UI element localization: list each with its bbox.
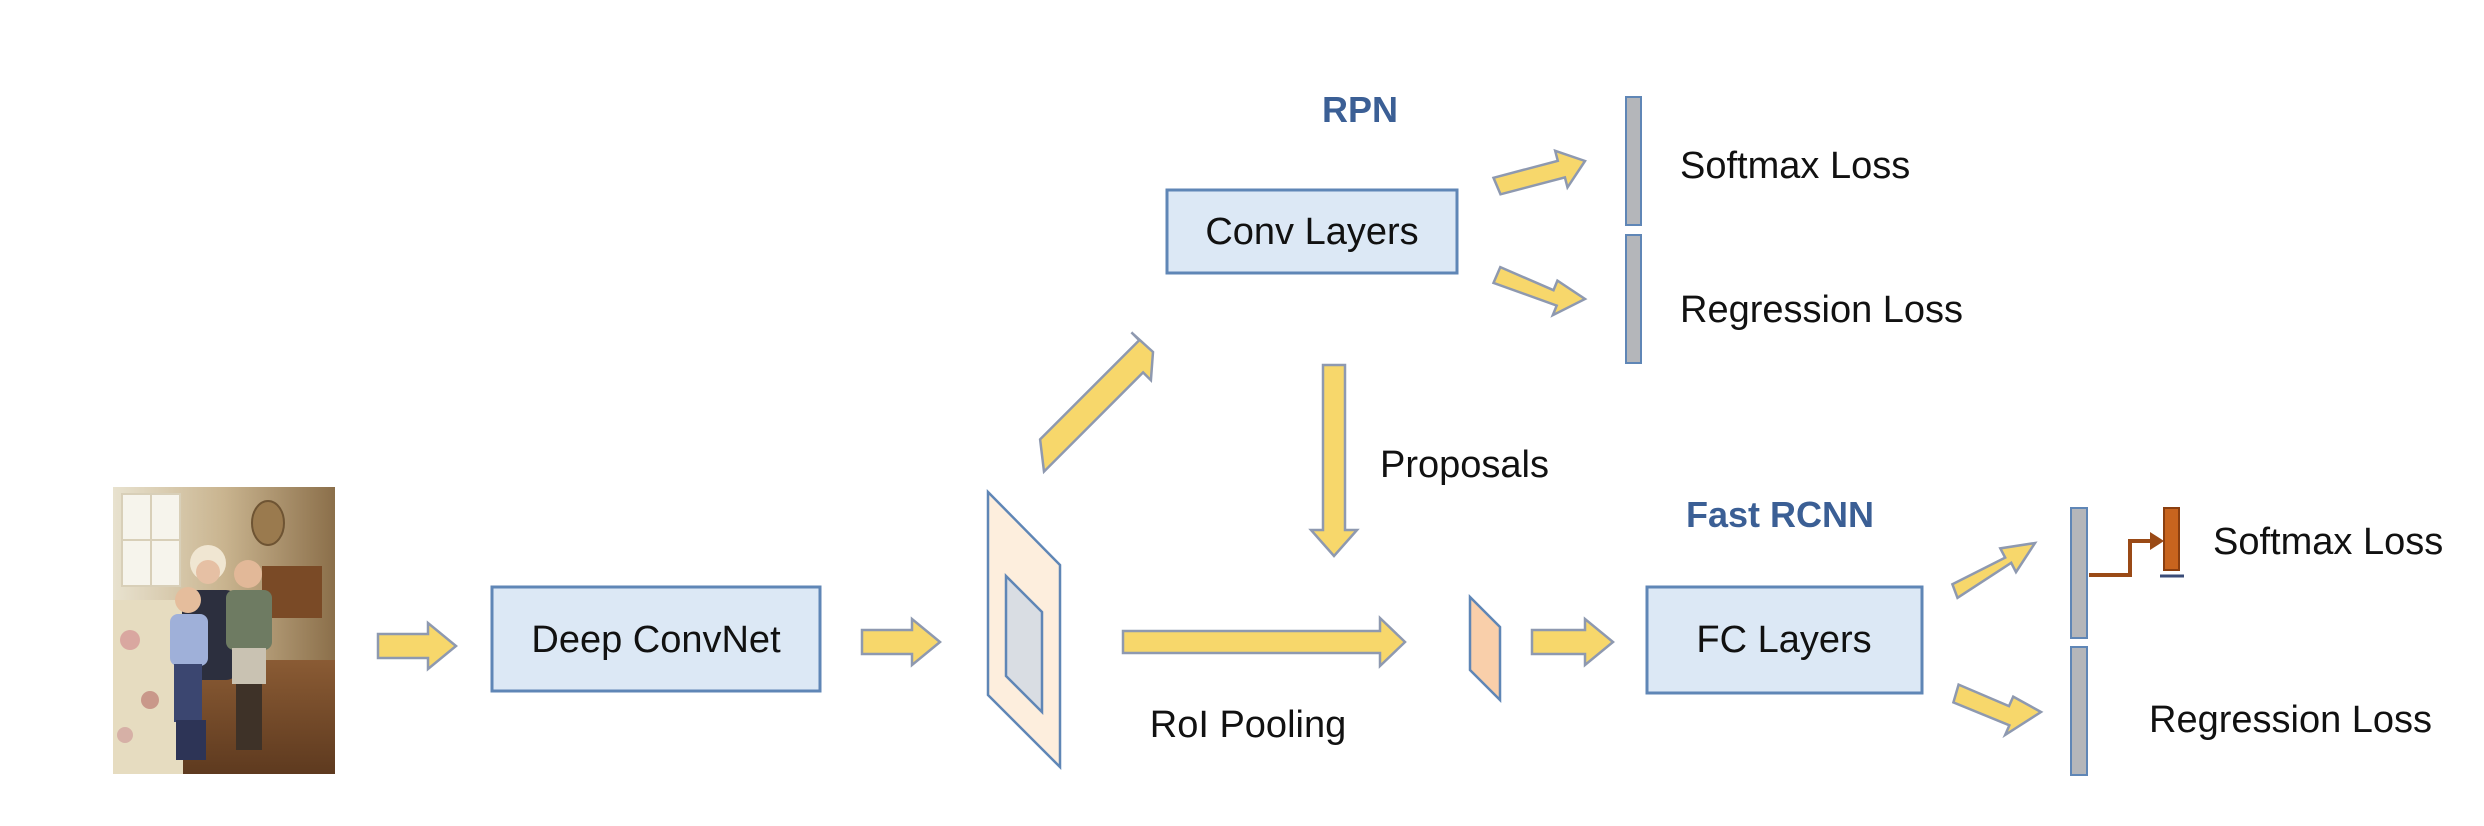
conv-layers-label: Conv Layers (1205, 211, 1418, 253)
deep-convnet-block: Deep ConvNet (490, 585, 822, 693)
rpn-regression-output-bar (1625, 234, 1642, 364)
arrow-conv-to-rpn-softmax (1491, 148, 1587, 196)
fast-rcnn-regression-output-bar (2070, 646, 2088, 776)
deep-convnet-label: Deep ConvNet (531, 619, 781, 661)
arrow-fc-to-softmax (1950, 541, 2038, 600)
arrow-roi-to-fc (1530, 616, 1615, 668)
feature-map (986, 488, 1062, 771)
arrow-fc-to-regression (1951, 682, 2044, 739)
softmax-class-highlight-bar (2163, 507, 2180, 571)
rpn-softmax-output-bar (1625, 96, 1642, 226)
rpn-regression-loss-label: Regression Loss (1680, 289, 1963, 331)
arrow-feature-map-to-rpn (1038, 331, 1155, 475)
proposals-label: Proposals (1380, 444, 1549, 486)
fast-rcnn-title: Fast RCNN (1686, 494, 1874, 535)
fc-layers-block: FC Layers (1645, 585, 1924, 695)
fast-rcnn-softmax-output-bar (2070, 507, 2088, 639)
arrow-conv-to-rpn-regression (1491, 265, 1588, 318)
fast-rcnn-regression-loss-label: Regression Loss (2149, 699, 2432, 741)
rpn-conv-layers-block: Conv Layers (1165, 188, 1459, 275)
rpn-title: RPN (1322, 89, 1398, 130)
arrow-input-to-convnet (376, 620, 458, 672)
family-photo-icon (113, 487, 335, 774)
roi-feature (1468, 593, 1502, 704)
roi-pooling-label: RoI Pooling (1150, 704, 1346, 746)
arrow-convnet-to-feature-map (860, 616, 942, 668)
arrow-proposals (1308, 363, 1360, 558)
fc-layers-label: FC Layers (1696, 619, 1871, 661)
arrow-roi-pooling (1121, 615, 1407, 669)
softmax-class-connector (2089, 532, 2164, 577)
fast-rcnn-softmax-loss-label: Softmax Loss (2213, 521, 2443, 563)
rpn-softmax-loss-label: Softmax Loss (1680, 145, 1910, 187)
